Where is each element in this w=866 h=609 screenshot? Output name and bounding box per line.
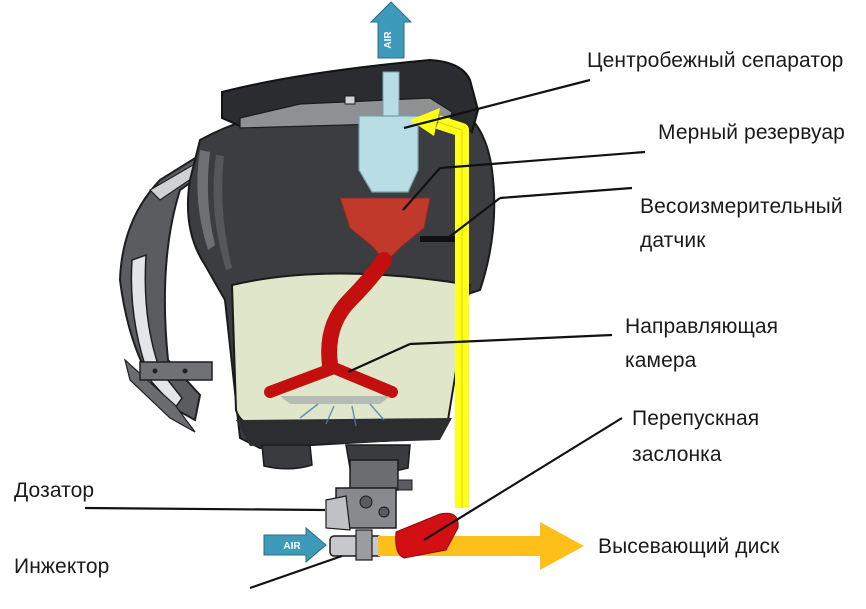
leader-doser [84,506,326,512]
air-tag-left: AIR [263,526,327,564]
load-sensor-bar [420,236,465,242]
label-valve-line1: Перепускная [632,407,760,430]
measuring-tank [339,197,431,263]
label-chamber-line2: камера [625,349,697,372]
leader-chamber [347,342,411,374]
leader-injector [249,554,343,590]
bypass-valve [395,512,459,559]
label-doser: Дозатор [14,479,95,502]
label-injector: Инжектор [14,555,110,578]
leader-lines [84,78,646,590]
label-chamber-line1: Направляющая [625,315,779,338]
leader-valve [423,417,623,541]
air-tag-top-text: AIR [383,31,394,49]
hopper-body [118,58,496,473]
leader-separator [403,78,591,130]
label-sensor-line1: Весоизмерительный [640,195,843,218]
air-tag-left-text: AIR [283,541,301,552]
separator-unit [358,71,419,193]
label-disc: Высевающий диск [598,535,780,558]
leader-sensor [447,197,501,239]
guide-chamber [264,252,398,427]
leader-tank [402,167,441,211]
label-separator: Центробежный сепаратор [587,49,844,72]
doser-assembly [325,459,413,561]
label-sensor-line2: датчик [640,229,706,252]
label-valve-line2: заслонка [632,443,722,466]
air-tag-top: AIR [369,1,413,59]
label-tank: Мерный резервуар [658,121,845,144]
